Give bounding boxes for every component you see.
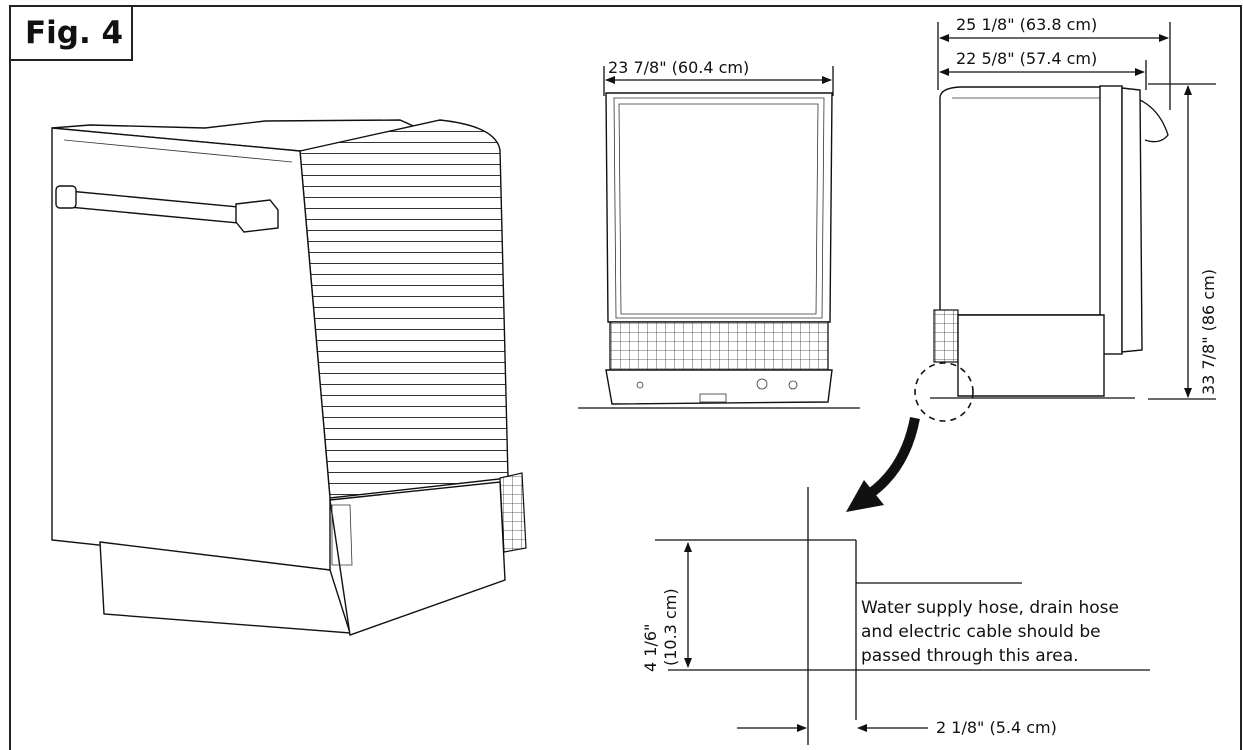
note-line-3: passed through this area. — [861, 646, 1079, 666]
front-width-dimension: 23 7/8" (60.4 cm) — [603, 58, 834, 96]
side-depth-overall-label: 25 1/8" (63.8 cm) — [956, 15, 1097, 34]
detail-width-label: 2 1/8" (5.4 cm) — [936, 718, 1057, 737]
detail-callout-circle — [914, 362, 974, 422]
figure-frame — [9, 5, 1242, 750]
dishwasher-front-view — [578, 92, 860, 409]
side-depth-dimensions: 25 1/8" (63.8 cm) 22 5/8" (57.4 cm) — [937, 15, 1171, 110]
note-line-1: Water supply hose, drain hose — [861, 598, 1119, 618]
figure-label: Fig. 4 — [9, 5, 133, 61]
height-dimension: 33 7/8" (86 cm) — [1148, 83, 1218, 400]
detail-height-label-line2: (10.3 cm) — [661, 588, 680, 666]
note-line-2: and electric cable should be — [861, 622, 1101, 642]
detail-arrow — [846, 417, 920, 512]
side-depth-body-label: 22 5/8" (57.4 cm) — [956, 49, 1097, 68]
detail-height-label-line1: 4 1/6" — [641, 624, 660, 672]
detail-view: 4 1/6" (10.3 cm) 2 1/8" (5.4 cm) Water s… — [641, 487, 1150, 745]
height-label: 33 7/8" (86 cm) — [1199, 269, 1218, 395]
dishwasher-side-view — [914, 85, 1169, 422]
front-width-label: 23 7/8" (60.4 cm) — [608, 58, 749, 77]
dishwasher-isometric-illustration — [51, 119, 527, 636]
